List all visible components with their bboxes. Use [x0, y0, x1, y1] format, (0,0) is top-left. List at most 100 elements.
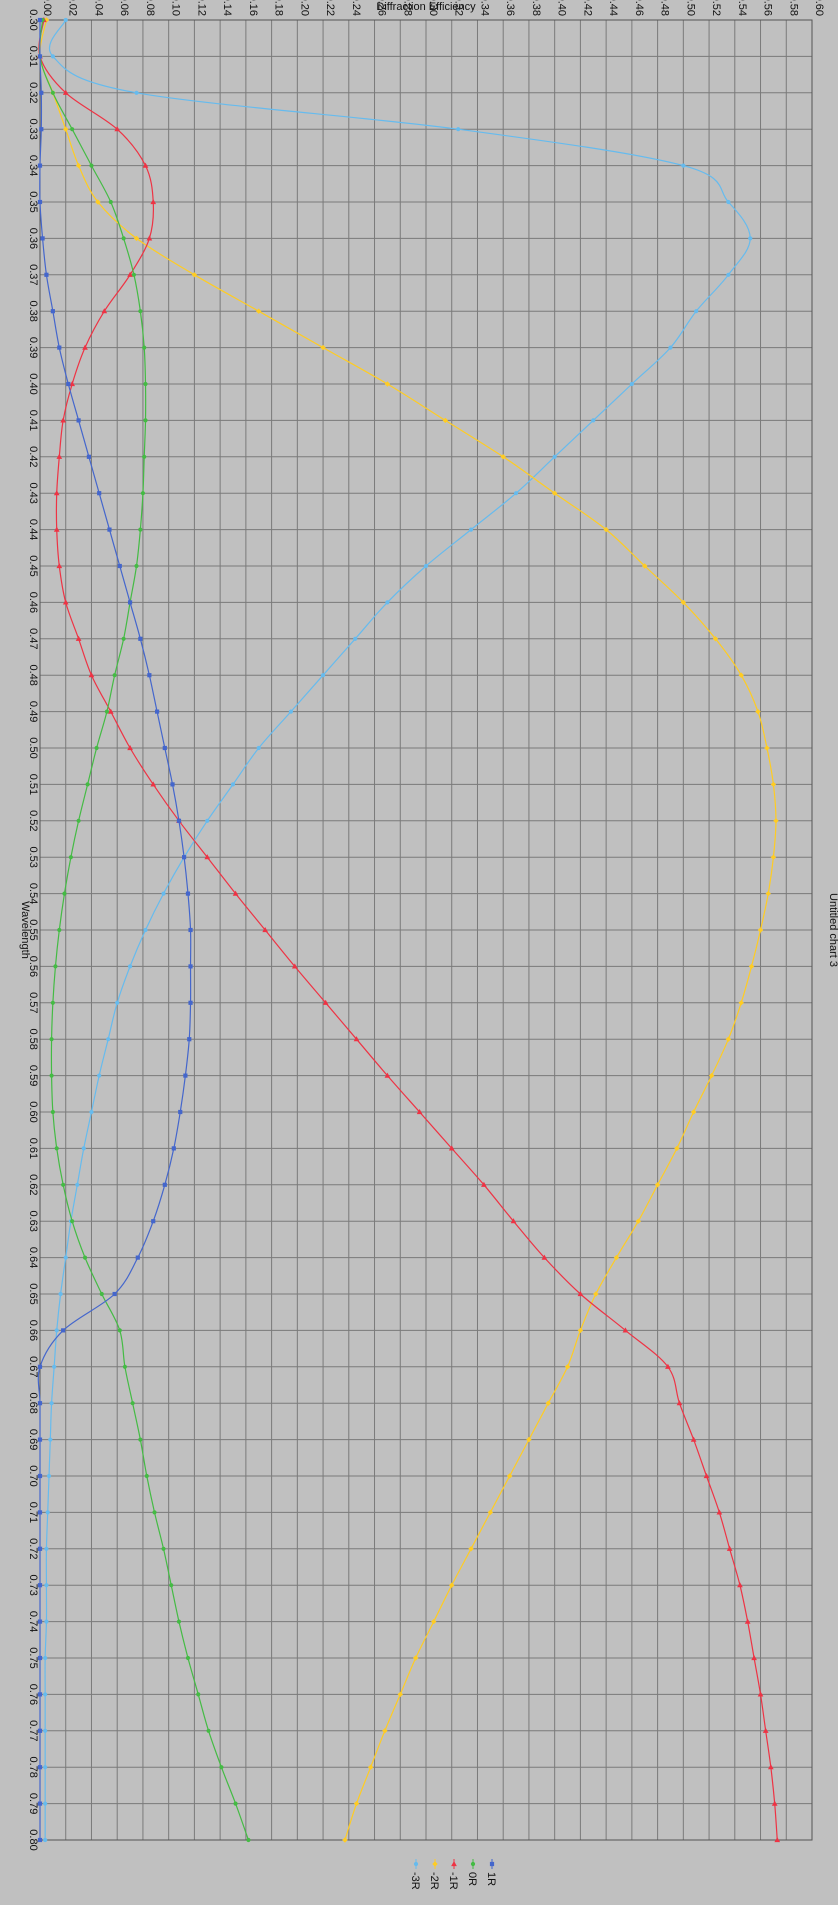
data-point-1R	[37, 1546, 43, 1551]
data-point--1R	[82, 344, 88, 350]
data-point--2R	[708, 1072, 715, 1079]
data-point-1R	[183, 1073, 188, 1078]
data-point--2R	[770, 854, 777, 860]
data-point--1R	[541, 1254, 548, 1260]
data-point-0R	[89, 163, 94, 168]
data-point-1R	[40, 236, 45, 241]
legend-item-0R: 0R	[466, 1859, 478, 1886]
legend-label: -3R	[409, 1872, 421, 1890]
data-point-0R	[99, 1291, 104, 1297]
wavelength-tick-label: 0.74	[27, 1611, 39, 1632]
data-point--3R	[161, 891, 166, 896]
data-point--3R	[63, 1255, 68, 1260]
data-point--3R	[43, 1655, 48, 1661]
data-point--1R	[56, 453, 63, 459]
data-point--1R	[62, 599, 69, 605]
data-point--3R	[63, 17, 68, 23]
data-point--2R	[765, 890, 771, 897]
data-point--3R	[748, 236, 753, 241]
data-point--3R	[44, 1546, 49, 1551]
efficiency-tick-label: 0.40	[556, 0, 568, 16]
data-point--2R	[526, 1436, 532, 1443]
data-point--3R	[54, 1328, 59, 1333]
data-point--1R	[204, 854, 211, 860]
data-point--2R	[680, 599, 687, 606]
data-point-1R	[187, 1037, 192, 1042]
data-point-1R	[170, 782, 175, 787]
data-point--3R	[43, 1837, 48, 1843]
data-point-1R	[37, 1583, 43, 1588]
data-point-1R	[112, 1291, 117, 1297]
legend-label: -2R	[428, 1872, 440, 1890]
data-point-1R	[188, 964, 193, 969]
data-point-1R	[37, 163, 43, 168]
data-point--2R	[755, 708, 761, 715]
data-point--3R	[97, 1073, 102, 1078]
efficiency-tick-label: 0.42	[581, 0, 593, 16]
data-point--1R	[676, 1400, 683, 1406]
data-point--2R	[564, 1364, 571, 1370]
efficiency-tick-label: 0.00	[41, 0, 53, 16]
data-point-0R	[68, 855, 73, 860]
data-point--2R	[353, 1800, 360, 1807]
data-point--2R	[320, 344, 326, 351]
efficiency-tick-label: 0.20	[298, 0, 310, 16]
data-point--3R	[43, 1728, 48, 1733]
data-point--2R	[712, 636, 719, 642]
wavelength-tick-label: 0.57	[27, 992, 39, 1013]
efficiency-tick-label: 0.02	[67, 0, 79, 16]
data-point-0R	[143, 418, 148, 423]
data-point--1R	[146, 235, 153, 241]
data-point-0R	[82, 1255, 88, 1260]
data-point-0R	[185, 1655, 191, 1661]
data-point--1R	[726, 1545, 733, 1551]
data-point-1R	[97, 491, 102, 496]
data-point--1R	[665, 1363, 671, 1369]
wavelength-tick-label: 0.43	[27, 482, 39, 503]
data-point-0R	[140, 491, 146, 496]
data-point--3R	[205, 818, 210, 823]
wavelength-tick-label: 0.34	[27, 155, 39, 176]
data-point-1R	[37, 1692, 43, 1697]
wavelength-tick-label: 0.32	[27, 82, 39, 103]
data-point--3R	[52, 1364, 57, 1369]
efficiency-tick-label: 0.48	[659, 0, 671, 16]
efficiency-tick-label: 0.26	[376, 0, 388, 16]
data-point--2R	[613, 1254, 620, 1261]
data-point--2R	[725, 1036, 732, 1042]
data-point--1R	[53, 526, 60, 532]
efficiency-tick-label: 0.44	[607, 0, 619, 16]
data-point-1R	[171, 1146, 176, 1151]
data-point--3R	[115, 1000, 120, 1005]
data-point--1R	[322, 999, 329, 1005]
wavelength-tick-label: 0.51	[27, 774, 39, 795]
wavelength-tick-label: 0.52	[27, 810, 39, 831]
data-point--2R	[603, 526, 609, 533]
data-point--1R	[690, 1436, 697, 1442]
wavelength-tick-label: 0.78	[27, 1756, 39, 1777]
data-point--2R	[191, 272, 198, 278]
data-point--3R	[230, 782, 236, 787]
data-point-1R	[107, 527, 112, 532]
wavelength-tick-label: 0.38	[27, 300, 39, 321]
legend-item--3R: -3R	[409, 1859, 421, 1890]
data-point--1R	[62, 89, 69, 95]
data-point-1R	[37, 1510, 43, 1515]
data-point-0R	[49, 1037, 54, 1042]
data-point--1R	[622, 1327, 629, 1333]
data-point--2R	[75, 162, 82, 169]
data-point-1R	[178, 1109, 183, 1115]
wavelength-tick-label: 0.56	[27, 956, 39, 977]
legend-label: 0R	[466, 1872, 478, 1886]
efficiency-tick-label: 0.46	[633, 0, 645, 16]
efficiency-tick-label: 0.54	[736, 0, 748, 16]
efficiency-tick-label: 0.16	[247, 0, 259, 16]
wavelength-tick-label: 0.41	[27, 410, 39, 431]
data-point--2R	[577, 1327, 584, 1334]
efficiency-tick-label: 0.12	[195, 0, 207, 16]
wavelength-tick-label: 0.76	[27, 1684, 39, 1705]
wavelength-tick-label: 0.60	[27, 1101, 39, 1122]
efficiency-tick-label: 0.34	[478, 0, 490, 16]
data-point-1R	[61, 1328, 66, 1333]
wavelength-tick-label: 0.68	[27, 1392, 39, 1413]
